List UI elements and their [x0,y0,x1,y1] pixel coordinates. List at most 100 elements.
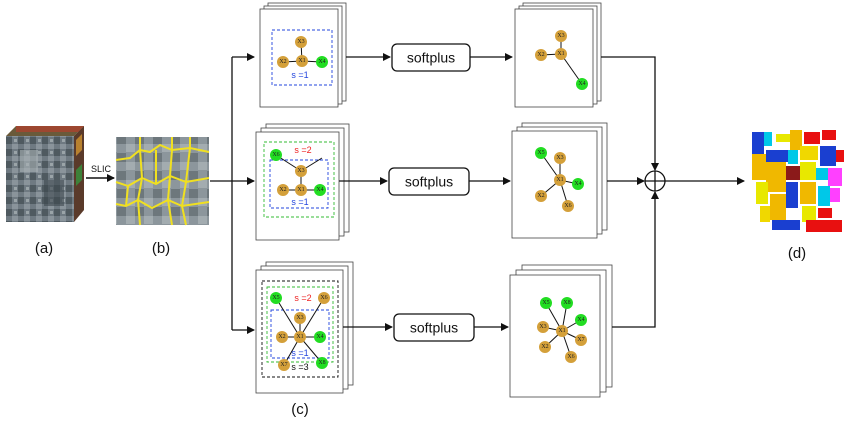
svg-text:X4: X4 [316,187,323,193]
graph-node: X1 [555,48,567,60]
svg-text:X1: X1 [558,328,565,334]
graph-node: X2 [276,331,288,343]
softplus-box-3: softplus [393,313,475,342]
input-graph-stack-2 [255,123,350,241]
svg-text:X4: X4 [316,334,323,340]
svg-text:X1: X1 [298,58,305,64]
graph-node: X6 [562,200,574,212]
graph-node: X6 [565,351,577,363]
graph-node: X3 [294,312,306,324]
scale-box-s2 [263,141,335,218]
graph-node: X5 [535,147,547,159]
classification-map [752,130,844,232]
svg-text:X2: X2 [537,193,544,199]
svg-text:X3: X3 [297,168,304,174]
svg-text:X1: X1 [297,187,304,193]
softplus-label: softplus [410,320,458,336]
graph-node: X3 [537,321,549,333]
graph-node: X3 [555,30,567,42]
graph-node: X4 [314,331,326,343]
superpixel-image [115,137,210,226]
svg-text:X4: X4 [578,81,585,87]
svg-text:X6: X6 [564,203,571,209]
graph-node: X4 [314,184,326,196]
svg-text:X8: X8 [563,300,570,306]
graph-node: X2 [535,190,547,202]
svg-text:X3: X3 [297,39,304,45]
graph-node: X3 [295,165,307,177]
sum-icon [644,170,666,192]
svg-text:X3: X3 [557,33,564,39]
svg-text:X5: X5 [537,150,544,156]
slic-label: SLIC [91,164,112,174]
graph-node: X7 [575,334,587,346]
graph-node: X6 [270,149,282,161]
scale-box-s1 [271,29,333,86]
svg-text:X7: X7 [280,362,287,368]
svg-text:X3: X3 [539,324,546,330]
svg-text:X2: X2 [278,334,285,340]
scale-label-s2: s =2 [294,293,311,303]
label-c: (c) [291,401,309,418]
merge-connectors [601,56,659,328]
graph-node: X4 [572,178,584,190]
graph-node: X5 [270,292,282,304]
graph-node: X8 [316,357,328,369]
svg-text:X1: X1 [557,51,564,57]
svg-text:X5: X5 [542,300,549,306]
svg-text:X4: X4 [577,317,584,323]
svg-text:X7: X7 [577,337,584,343]
scale-box-s1 [270,309,330,359]
svg-text:X1: X1 [296,334,303,340]
svg-text:X2: X2 [279,59,286,65]
graph-node: X1 [554,174,566,186]
branch-connectors [210,53,255,334]
graph-node: X2 [277,56,289,68]
softplus-label: softplus [407,50,455,66]
softplus-box-2: softplus [388,167,470,196]
svg-text:X3: X3 [296,315,303,321]
label-a: (a) [35,240,53,257]
graph-node: X2 [535,49,547,61]
graph-node: X1 [294,331,306,343]
scale-label-s3: s =3 [291,362,308,372]
scale-box-s1 [269,159,329,209]
svg-text:X6: X6 [320,295,327,301]
graph-node: X7 [278,359,290,371]
graph-node: X4 [575,314,587,326]
graph-node: X1 [295,184,307,196]
svg-text:X6: X6 [272,152,279,158]
graph-node: X3 [554,152,566,164]
scale-label-s1: s =1 [291,70,308,80]
svg-text:X4: X4 [574,181,581,187]
scale-box-s3 [261,280,339,378]
graph-node: X2 [277,184,289,196]
graph-node: X5 [540,297,552,309]
graph-node: X3 [295,36,307,48]
scale-label-s2: s =2 [294,145,311,155]
hsi-cube-image [6,126,84,222]
softplus-box-1: softplus [391,43,471,72]
svg-text:X2: X2 [279,187,286,193]
graph-node: X8 [561,297,573,309]
graph-node: X1 [556,325,568,337]
svg-text:X2: X2 [541,344,548,350]
branch-3: X5 X6 X3 X1 X2 X4 X7 X8 s =2 s =1 s =3 s… [255,261,613,398]
svg-text:X6: X6 [567,354,574,360]
graph-node: X4 [576,78,588,90]
svg-text:X2: X2 [537,52,544,58]
softplus-label: softplus [405,174,453,190]
graph-node: X6 [318,292,330,304]
scale-label-s1: s =1 [291,197,308,207]
label-b: (b) [152,240,170,257]
svg-text:X4: X4 [318,59,325,65]
svg-text:X1: X1 [556,177,563,183]
svg-text:X3: X3 [556,155,563,161]
graph-node: X2 [539,341,551,353]
svg-text:X8: X8 [318,360,325,366]
graph-node: X4 [316,56,328,68]
scale-label-s1: s =1 [291,348,308,358]
branch-1: X3 X1 X2 X4 s =1 softplus X3 X1 X2 X4 [259,2,602,108]
svg-text:X5: X5 [272,295,279,301]
input-graph-stack-1 [259,2,347,108]
